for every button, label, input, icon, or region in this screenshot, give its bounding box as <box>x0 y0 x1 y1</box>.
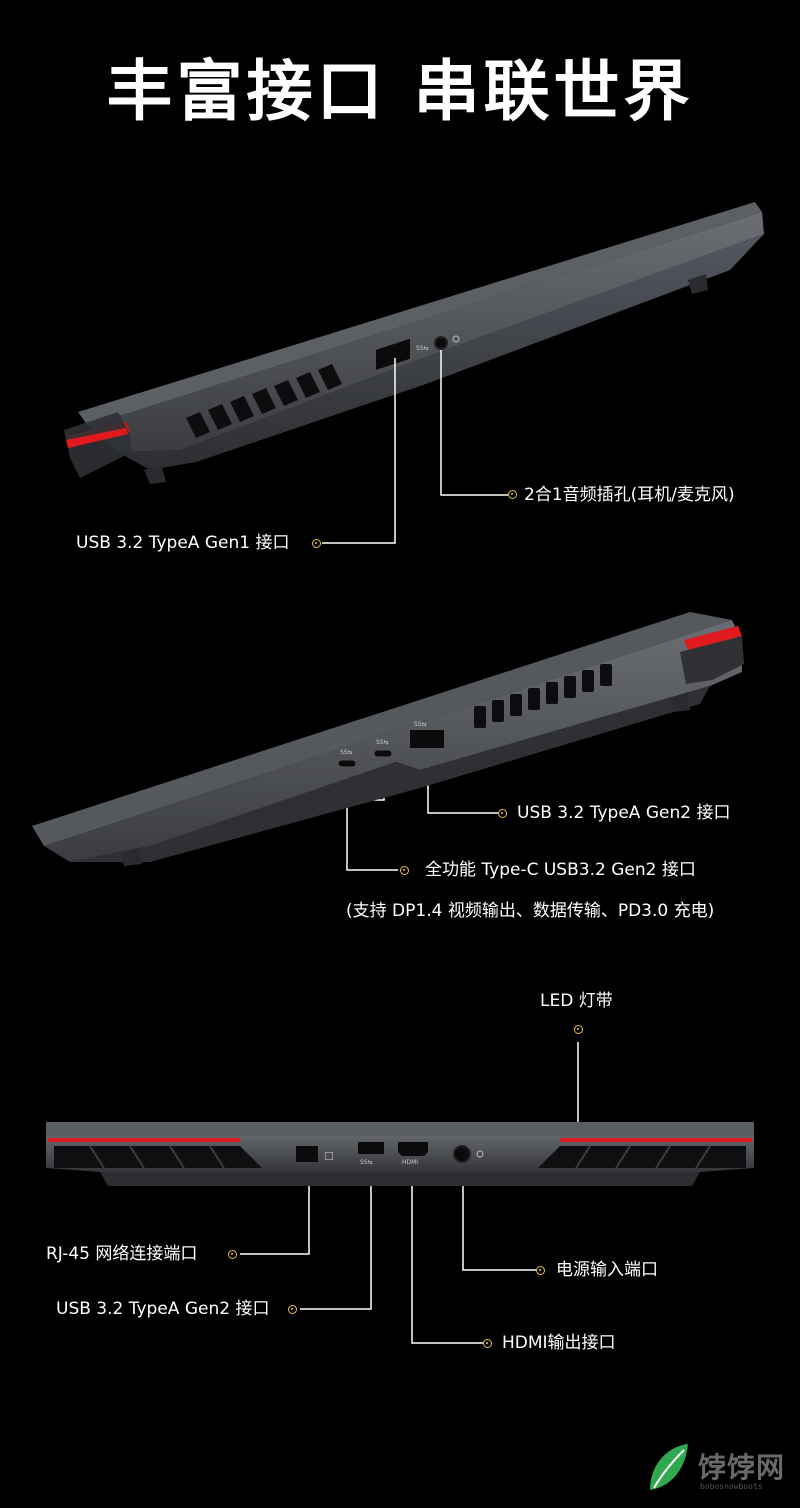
usb-port-mark: SS⇆ <box>416 345 429 352</box>
typec-label: 全功能 Type-C USB3.2 Gen2 接口 <box>425 860 696 880</box>
usb-port-mark: SS⇆ <box>414 721 427 728</box>
audio-jack-label: 2合1音频插孔(耳机/麦克风) <box>524 485 735 505</box>
type-c-port <box>373 749 393 758</box>
led-strip <box>48 1138 240 1142</box>
callout-dot <box>288 1305 297 1314</box>
led-strip-label: LED 灯带 <box>540 991 613 1011</box>
page-title: 丰富接口 串联世界 <box>106 53 694 130</box>
rj45-label: RJ-45 网络连接端口 <box>46 1244 198 1264</box>
hdmi-port <box>398 1142 428 1156</box>
vent-grille <box>186 364 342 438</box>
vent-grille <box>474 664 612 728</box>
watermark-url: bobosnowboots <box>700 1482 763 1491</box>
type-c-port <box>337 759 357 768</box>
watermark-name: 饽饽网 <box>698 1451 786 1484</box>
power-icon <box>476 1150 484 1158</box>
callout-dot <box>574 1025 583 1034</box>
usb-gen2-rear-label: USB 3.2 TypeA Gen2 接口 <box>56 1299 270 1319</box>
callout-dot <box>228 1250 237 1259</box>
led-strip <box>560 1138 752 1142</box>
usb-gen2-right-label: USB 3.2 TypeA Gen2 接口 <box>517 803 731 823</box>
headset-icon <box>452 335 460 343</box>
laptop-rear-image: ☐ SS⇆ HDMI <box>46 1122 754 1186</box>
network-icon: ☐ <box>324 1150 334 1163</box>
power-port-label: 电源输入端口 <box>556 1260 658 1280</box>
watermark: 饽饽网 bobosnowboots <box>644 1440 794 1500</box>
usb-port-mark: SS⇆ <box>360 1159 373 1166</box>
callout-dot <box>312 539 321 548</box>
usb-a-port <box>376 338 410 370</box>
power-port <box>453 1145 471 1163</box>
hdmi-label: HDMI输出接口 <box>502 1333 616 1353</box>
usb-port-mark: SS⇆ <box>376 739 389 746</box>
usb-a-port <box>358 1142 384 1154</box>
usb-port-mark: SS⇆ <box>340 749 353 756</box>
callout-dot <box>508 490 517 499</box>
audio-jack <box>434 336 448 350</box>
laptop-right-side-image: SS⇆ SS⇆ SS⇆ <box>32 612 744 866</box>
usb-gen1-label: USB 3.2 TypeA Gen1 接口 <box>76 533 290 553</box>
callout-dot <box>498 809 507 818</box>
vent-grille <box>54 1146 746 1168</box>
typec-note: (支持 DP1.4 视频输出、数据传输、PD3.0 充电) <box>346 901 715 921</box>
callout-dot <box>400 866 409 875</box>
usb-a-port <box>410 730 444 748</box>
callout-dot <box>483 1339 492 1348</box>
leaf-logo-icon <box>650 1444 688 1490</box>
hdmi-port-mark: HDMI <box>402 1159 418 1166</box>
rj45-port <box>296 1146 318 1162</box>
callout-dot <box>536 1266 545 1275</box>
